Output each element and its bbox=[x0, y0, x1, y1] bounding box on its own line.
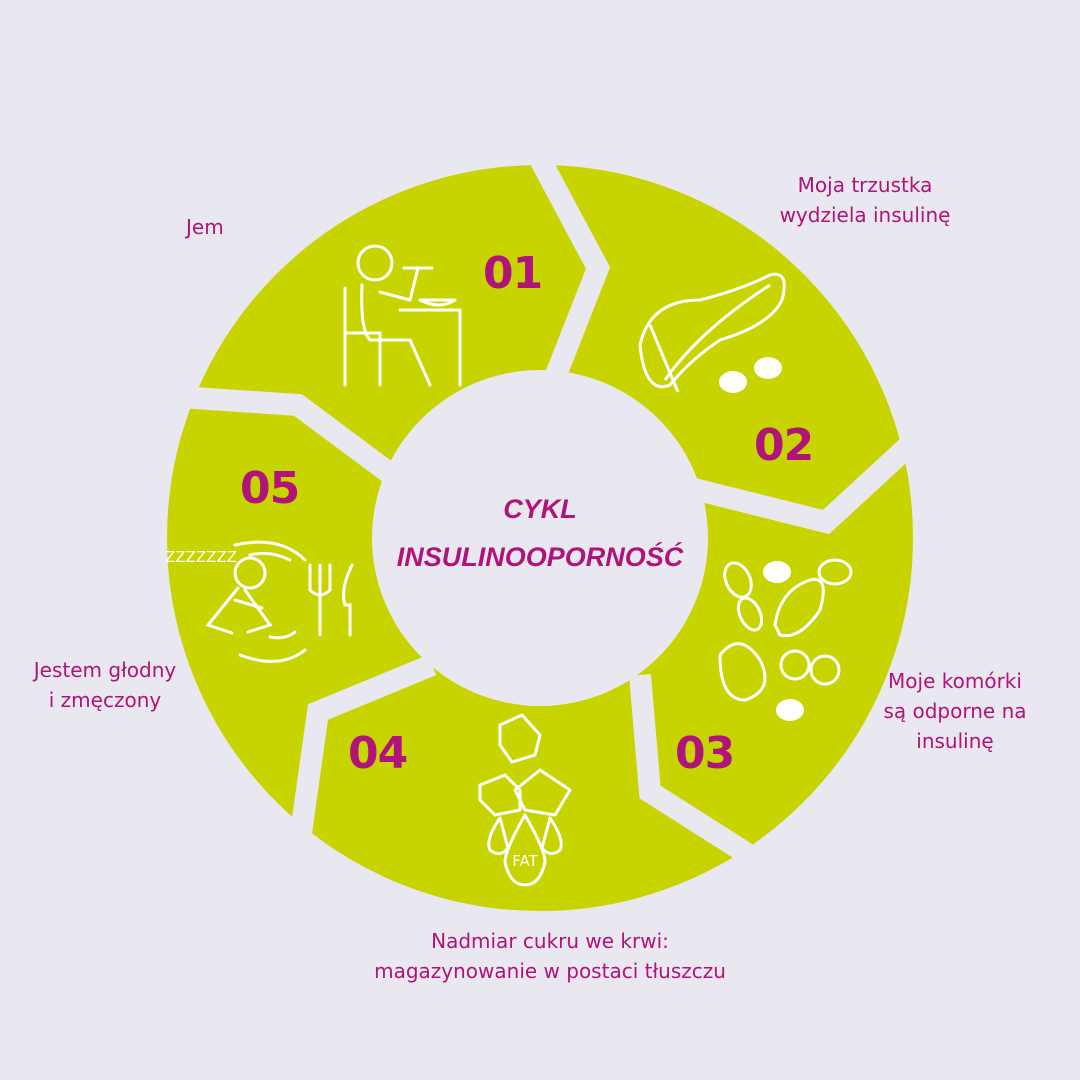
step-02-label-line: wydziela insulinę bbox=[779, 203, 951, 227]
person-eating-icon bbox=[343, 244, 462, 387]
center-circle bbox=[372, 370, 708, 706]
step-02-label: Moja trzustka wydziela insulinę bbox=[760, 170, 970, 230]
title-line-1: CYKL bbox=[503, 494, 577, 524]
step-05-label: Jestem głodny i zmęczony bbox=[15, 655, 195, 715]
zzz-icon-text: ZZZZZZZ bbox=[165, 548, 237, 566]
step-03-label-line: insulinę bbox=[916, 729, 994, 753]
step-03-label-line: Moje komórki bbox=[888, 669, 1022, 693]
gap-02-03 bbox=[687, 431, 923, 535]
fat-icon-text: FAT bbox=[512, 852, 538, 870]
step-04-label-line: Nadmiar cukru we krwi: bbox=[431, 929, 669, 953]
step-01-label: Jem bbox=[186, 215, 224, 239]
step-05-label-line: i zmęczony bbox=[48, 688, 162, 712]
tired-hungry-icon: ZZZZZZZ bbox=[165, 540, 354, 663]
gap-01-02 bbox=[525, 144, 611, 390]
step-01-number: 01 bbox=[483, 248, 543, 299]
step-02-number: 02 bbox=[754, 420, 814, 471]
page-title: CYKL INSULINOOPORNOŚĆ bbox=[370, 485, 710, 581]
step-05-number: 05 bbox=[240, 463, 300, 514]
step-03-number: 03 bbox=[675, 728, 735, 779]
step-04-label-line: magazynowanie w postaci tłuszczu bbox=[374, 959, 726, 983]
gap-04-05 bbox=[289, 654, 437, 842]
pancreas-icon bbox=[638, 272, 786, 393]
gap-03-04 bbox=[629, 674, 766, 872]
sugar-fat-icon: FAT bbox=[478, 713, 572, 887]
step-03-label-line: są odporne na bbox=[883, 699, 1027, 723]
step-05-label-line: Jestem głodny bbox=[33, 658, 177, 682]
step-04-label: Nadmiar cukru we krwi: magazynowanie w p… bbox=[340, 926, 760, 986]
step-04-number: 04 bbox=[348, 728, 408, 779]
step-03-label: Moje komórki są odporne na insulinę bbox=[880, 666, 1030, 756]
cycle-ring bbox=[167, 165, 913, 911]
title-line-2: INSULINOOPORNOŚĆ bbox=[396, 542, 684, 572]
gap-05-01 bbox=[164, 385, 399, 484]
step-02-label-line: Moja trzustka bbox=[797, 173, 933, 197]
cells-icon bbox=[718, 558, 853, 721]
